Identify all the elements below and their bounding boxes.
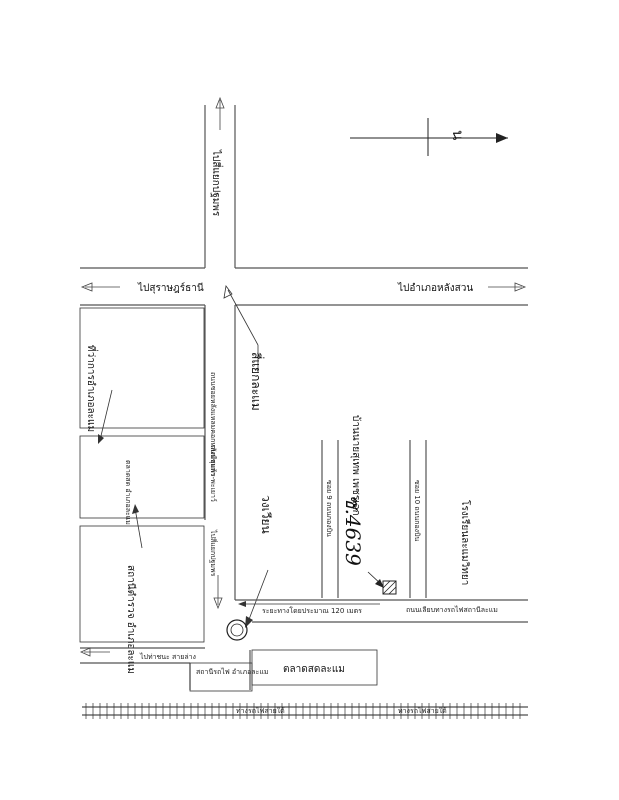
police-label: สถานีตำรวจ อำเภอละแม xyxy=(125,565,137,674)
market-label: ตลาดสดละแม xyxy=(283,664,345,675)
station-label: สถานีรถไฟ อำเภอละแม xyxy=(196,667,268,676)
arrow-left-icon xyxy=(80,282,120,292)
soi-2-label: ซอย 10 ถนนกองบิน xyxy=(413,480,421,542)
road-label-to-sawi: ไปท่าชนะ สายล่าง xyxy=(139,652,196,661)
house-label: บ้านนายสุเทพ เพชรเอก xyxy=(350,415,362,516)
distance-arrow-icon xyxy=(238,601,380,607)
station-road-label: ถนนเลียบทางรถไฟสถานีละแม xyxy=(406,605,498,614)
railway-label-left: ทางรถไฟสายใต้ xyxy=(236,706,285,715)
railway-label-right: ทางรถไฟสายใต้ xyxy=(398,706,447,715)
junction-arrow-icon xyxy=(223,285,259,372)
arrow-left-icon-2 xyxy=(80,647,110,657)
arrow-right-icon xyxy=(488,282,527,292)
house-marker-icon xyxy=(367,571,397,595)
market-block xyxy=(251,649,378,686)
road-label-to-surat: ไปสุราษฎร์ธานี xyxy=(137,282,204,294)
railway xyxy=(82,703,528,719)
street-label-side: ถนนชุมพร-พะเยาว์ xyxy=(209,445,217,502)
road-label-to-lang-suan: ไปอำเภอหลังสวน xyxy=(397,282,473,294)
house-number: ซ.4639 xyxy=(341,495,365,566)
block-market-small xyxy=(79,435,205,519)
arrow-up-icon xyxy=(215,96,225,130)
school-label: โรงเรียนละแมวิทยา xyxy=(459,500,472,585)
small-block-label: ตลาดสด อำเภอละแม xyxy=(124,460,132,525)
roundabout-icon xyxy=(226,619,248,641)
distance-label: ระยะทางโดยประมาณ 120 เมตร xyxy=(262,606,362,615)
block-police xyxy=(79,525,205,643)
roundabout-label: วงเวียน xyxy=(259,495,273,534)
road-label-to-tha-sae: ไปสี่แยกปฐมพร xyxy=(210,149,224,217)
soi-1-label: ซอย 9 ถนนกองบิน xyxy=(325,480,333,537)
north-arrow-icon xyxy=(350,118,508,156)
street-label-main: ถนนซอยหลังแหลมคอกหลังมือแก้ว xyxy=(209,372,217,476)
junction-label: สี่แยกละแม xyxy=(249,352,265,411)
street-label-to-tha-sae: ไปสี่แยกปฐมพร xyxy=(209,529,218,577)
north-label: น xyxy=(449,130,467,140)
district-office-label: ที่ว่าการอำเภอละแม xyxy=(85,345,99,432)
arrow-down-icon xyxy=(213,575,223,610)
block-district-office xyxy=(79,307,205,429)
